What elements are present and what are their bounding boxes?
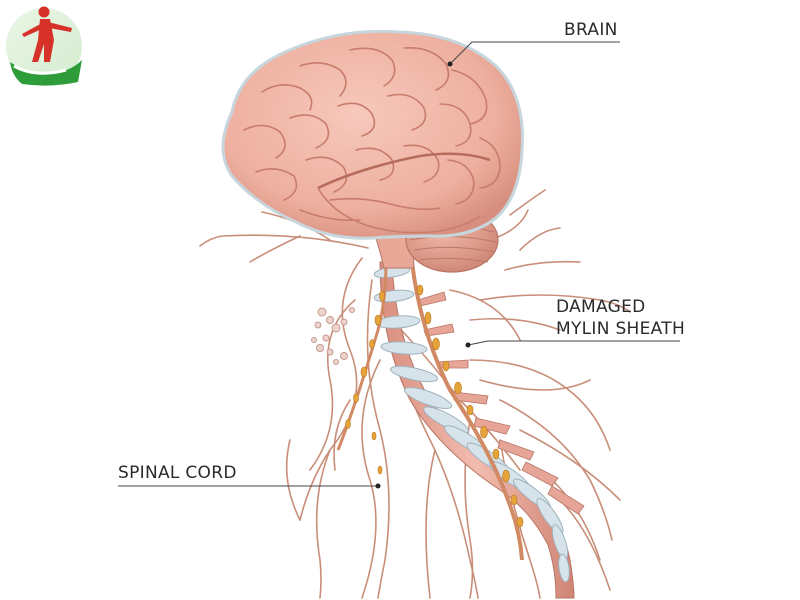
damaged-nerve-tracts (336, 261, 524, 561)
label-anchor-dots (375, 61, 471, 489)
label-damaged-line1: DAMAGED (556, 297, 646, 317)
label-damaged-mylin-sheath: DAMAGED MYLIN SHEATH (556, 296, 685, 340)
spinal-column (373, 261, 585, 599)
logo (6, 6, 82, 86)
myelin-debris (311, 307, 355, 365)
brain (221, 29, 524, 240)
label-leader-lines (118, 41, 680, 487)
label-damaged-line2: MYLIN SHEATH (556, 319, 686, 339)
label-spinal-cord: SPINAL CORD (118, 463, 237, 483)
label-brain: BRAIN (564, 20, 618, 40)
